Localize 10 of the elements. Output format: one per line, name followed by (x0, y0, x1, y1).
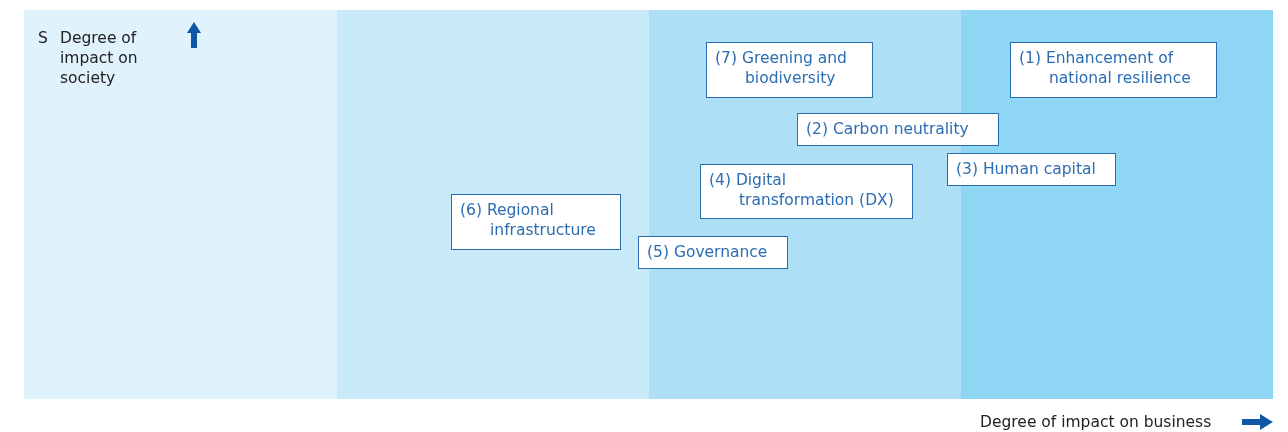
topic-box: (5) Governance (638, 236, 788, 269)
topic-box: (2) Carbon neutrality (797, 113, 999, 146)
topic-box: (4) Digital transformation (DX) (700, 164, 913, 219)
axis-title: Degree of impact on society (60, 28, 139, 88)
topic-box: (3) Human capital (947, 153, 1116, 186)
topic-box: (1) Enhancement of national resilience (1010, 42, 1217, 98)
axis-title: Degree of impact on business (980, 412, 1212, 432)
topic-box: (6) Regional infrastructure (451, 194, 621, 250)
topic-box: (7) Greening and biodiversity (706, 42, 873, 98)
axis-letter: S (38, 28, 48, 48)
